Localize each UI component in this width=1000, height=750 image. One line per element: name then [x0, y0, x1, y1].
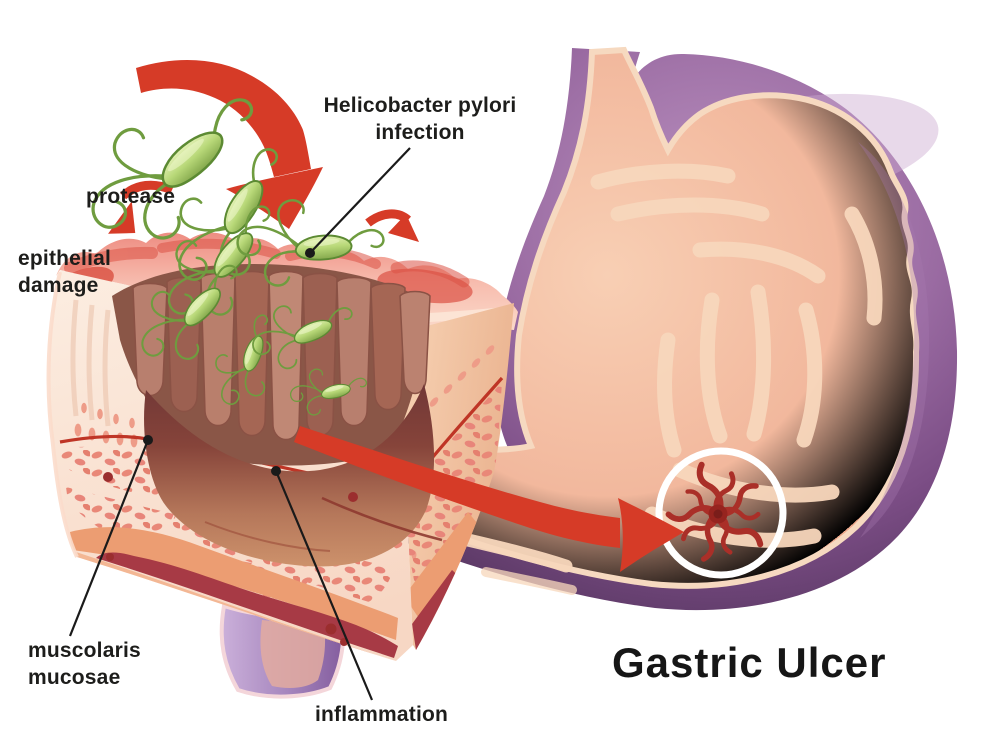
label-muscolaris-line1: muscolaris	[28, 639, 141, 662]
label-helicobacter-pylori-infection: Helicobacter pylori infection	[300, 92, 540, 146]
ulcer-highlight-circle	[655, 447, 787, 579]
label-hpylori-line2: infection	[375, 121, 465, 144]
rugae-folds	[461, 163, 883, 595]
ulcer-pointer-arrow	[294, 426, 684, 572]
label-hpylori-line1: Helicobacter pylori	[323, 94, 517, 117]
leader-lines	[68, 147, 411, 701]
mucosa-striations	[70, 299, 111, 427]
block-left-edge-highlight	[46, 271, 79, 558]
label-protease: protease	[86, 185, 176, 208]
label-muscolaris-line2: mucosae	[28, 666, 121, 689]
leader-line-hpylori	[309, 147, 411, 254]
label-muscolaris-mucosae: muscolaris mucosae	[28, 637, 141, 691]
ulcer-starburst	[668, 465, 760, 559]
erosion-area	[144, 384, 435, 567]
label-epithelial-damage-line1: epithelial	[18, 247, 112, 270]
label-epithelial-damage-line2: damage	[18, 274, 99, 297]
label-inflammation: inflammation	[315, 703, 449, 726]
lining-right-shadow	[858, 142, 930, 538]
leader-line-inflammation	[274, 470, 374, 701]
muscle-layer-band	[96, 552, 398, 658]
infection-arrow-large	[136, 60, 323, 229]
leader-line-muscolaris	[68, 439, 150, 637]
label-epithelial-damage: epithelial damage	[18, 245, 111, 299]
spread-arrow	[365, 209, 419, 242]
page-title: Gastric Ulcer	[612, 639, 887, 686]
